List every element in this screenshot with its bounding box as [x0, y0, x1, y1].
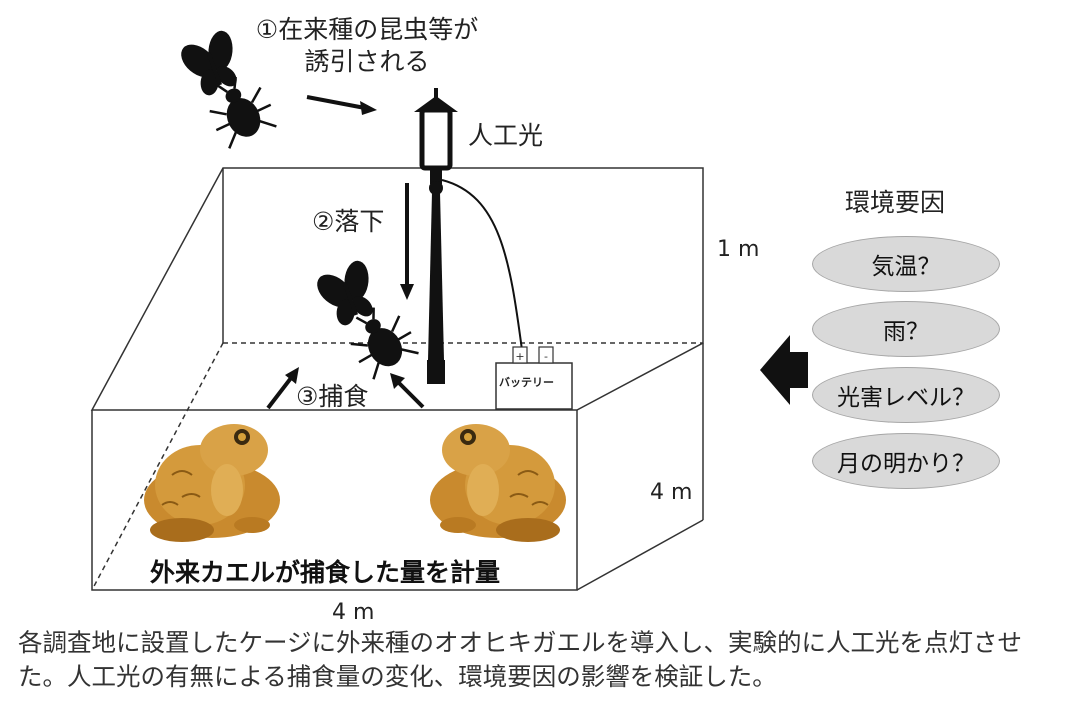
street-lamp-icon: [414, 88, 523, 384]
toad-image: [144, 424, 280, 542]
predation-arrow-left: [266, 376, 293, 410]
battery-icon: + -: [495, 346, 573, 410]
beetle-icon: [350, 307, 419, 380]
battery-minus: -: [544, 350, 548, 363]
factor-rain: 雨？: [812, 301, 1000, 357]
measure-label: 外来カエルが捕食した量を計量: [150, 558, 501, 587]
environment-title: 環境要因: [845, 188, 946, 217]
butterfly-icon: [317, 260, 373, 326]
factor-moonlight: 月の明かり？: [812, 433, 1000, 489]
attract-arrow: [306, 95, 366, 110]
step1-line2: 誘引される: [304, 47, 430, 76]
battery-plus: +: [515, 350, 524, 363]
cage-front: [91, 410, 578, 591]
factor-temperature: 気温？: [812, 236, 1000, 292]
step1-line1: ①在来種の昆虫等が: [255, 15, 479, 44]
toad-image: [430, 424, 566, 542]
predation-arrow-right: [397, 381, 425, 409]
depth-dimension: 4 m: [650, 480, 693, 505]
light-label: 人工光: [468, 121, 544, 150]
cage-hidden-edge: [91, 342, 224, 591]
step3-label: ③捕食: [296, 382, 369, 411]
beetle-icon: [209, 76, 277, 149]
left-arrow-icon: [760, 335, 808, 405]
step1-label: ①在来種の昆虫等が 誘引される: [232, 14, 502, 78]
factor-light-pollution: 光害レベル？: [812, 367, 1000, 423]
cage-edge: [576, 519, 704, 591]
width-dimension: 4 m: [332, 600, 375, 625]
battery-label: バッテリー: [499, 376, 554, 389]
butterfly-icon: [181, 30, 237, 96]
height-dimension: 1 m: [717, 237, 760, 262]
arrows: [266, 95, 425, 410]
step2-label: ②落下: [312, 207, 385, 236]
cage-box: [90, 167, 704, 591]
caption: 各調査地に設置したケージに外来種のオオヒキガエルを導入し、実験的に人工光を点灯さ…: [18, 628, 1023, 691]
